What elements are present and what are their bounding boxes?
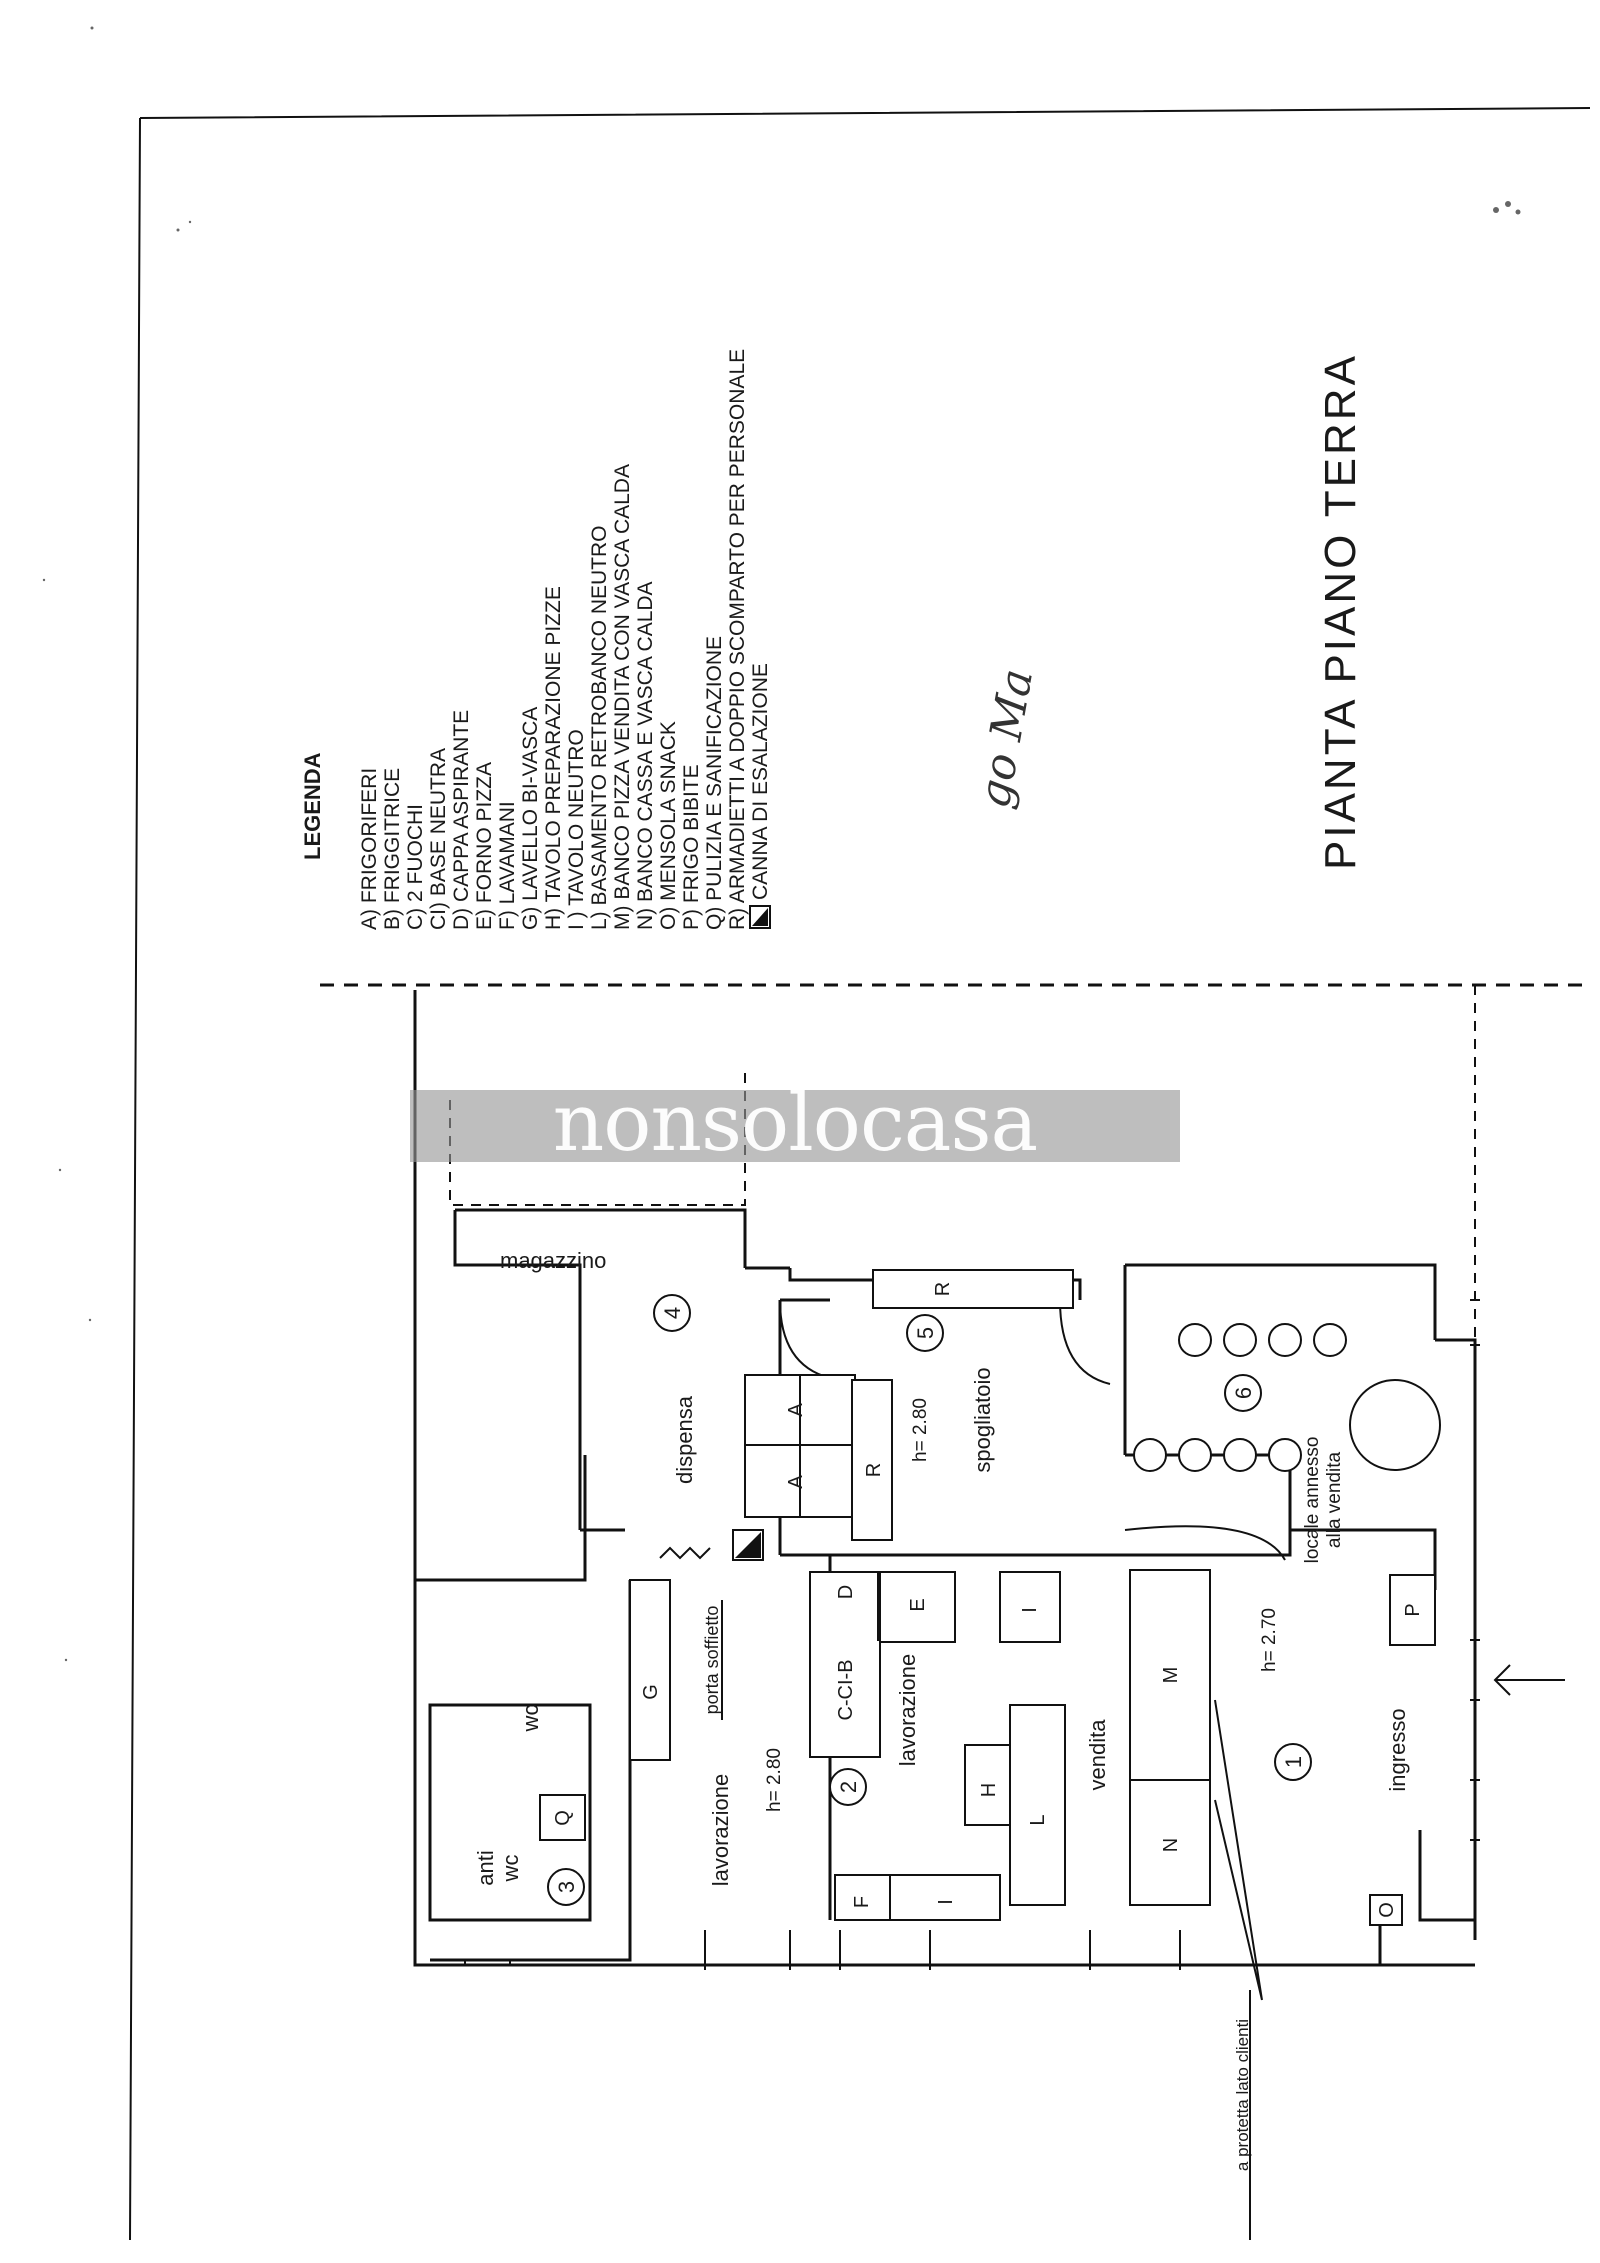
fixture-label-o: O [1376, 1902, 1398, 1918]
legend-item: H) TAVOLO PREPARAZIONE PIZZE [542, 586, 565, 930]
note-protetta: a protetta lato clienti [1233, 2019, 1252, 2171]
note-leader-lines [1214, 1699, 1263, 2240]
fixture-label-d: D [835, 1585, 857, 1599]
room-number: 3 [554, 1881, 579, 1893]
room-anti: anti [473, 1850, 498, 1885]
room-number-circles [547, 1294, 1312, 1906]
fixture-label-a: A [785, 1475, 807, 1489]
sheet-border [129, 107, 1591, 2241]
fixture-label-h: H [978, 1783, 1000, 1797]
fixture-label-ccib: C-CI-B [835, 1659, 857, 1720]
fixture-label-p: P [1402, 1603, 1424, 1616]
fixture-label-q: Q [552, 1810, 574, 1826]
room-wc: wc [518, 1705, 543, 1733]
fixture-label-i: I [1019, 1607, 1041, 1613]
legend-item: Q) PULIZIA E SANIFICAZIONE [703, 636, 726, 930]
room-locale-line2: alla vendita [1324, 1452, 1345, 1549]
room-wc-small: wc [498, 1855, 523, 1883]
legend-item: E) FORNO PIZZA [473, 762, 496, 930]
page-title: PIANTA PIANO TERRA [1316, 353, 1365, 870]
legend-item: O) MENSOLA SNACK [657, 721, 680, 930]
room-lavorazione-left: lavorazione [708, 1774, 733, 1887]
watermark-logo: nonsolocasa [552, 1076, 1038, 1169]
legend-items: A) FRIGORIFERI B) FRIGGITRICE C) 2 FUOCH… [358, 349, 772, 930]
room-number: 4 [660, 1307, 685, 1319]
height-spogliatoio: h= 2.80 [910, 1398, 931, 1462]
room-locale-line1: locale annesso [1302, 1437, 1323, 1564]
legend-item: I ) TAVOLO NEUTRO [565, 729, 588, 930]
room-heights: h= 2.80 h= 2.80 h= 2.70 [764, 1398, 1280, 1812]
legend-item: M) BANCO PIZZA VENDITA CON VASCA CALDA [611, 464, 634, 930]
scan-specks [42, 26, 1521, 1662]
legend-item: CI) BASE NEUTRA [427, 748, 450, 930]
entrance-arrow-icon [1493, 1664, 1565, 1696]
legend-item: F) LAVAMANI [496, 801, 519, 930]
legend-item: R) ARMADIETTI A DOPPIO SCOMPARTO PER PER… [726, 349, 749, 930]
exhaust-symbol-icon [749, 905, 771, 929]
legend-heading: LEGENDA [300, 752, 325, 860]
room-number: 2 [836, 1781, 861, 1793]
fixture-label-r: R [932, 1282, 954, 1296]
legend-item: D) CAPPA ASPIRANTE [450, 710, 473, 930]
exhaust-plan-icon [732, 1529, 764, 1561]
room-number: 5 [913, 1327, 938, 1339]
legend-item: P) FRIGO BIBITE [680, 764, 703, 930]
fixture-label-f: F [851, 1896, 873, 1908]
fixture-label-l: L [1027, 1814, 1049, 1825]
room-number: 6 [1231, 1387, 1256, 1399]
room-magazzino: magazzino [500, 1248, 606, 1273]
height-lavorazione: h= 2.80 [764, 1748, 785, 1812]
room-dispensa: dispensa [672, 1395, 697, 1484]
room-vendita: vendita [1085, 1719, 1110, 1791]
fixture-letters: A A R R C-CI-B D E I G M N L H F I Q P O [552, 1282, 1424, 1918]
height-ingresso: h= 2.70 [1259, 1608, 1280, 1672]
legend-item: A) FRIGORIFERI [358, 768, 381, 930]
legend: LEGENDA [300, 752, 325, 860]
legend-item: N) BANCO CASSA E VASCA CALDA [634, 581, 657, 930]
fixture-label-e: E [907, 1598, 929, 1611]
fixtures [539, 1269, 1436, 1926]
openings [464, 1299, 1480, 1970]
watermark-band [410, 1090, 1180, 1162]
fixture-label-n: N [1160, 1838, 1182, 1852]
legend-item: G) LAVELLO BI-VASCA [519, 707, 542, 930]
round-tables [1133, 1323, 1441, 1472]
legend-item: CANNA DI ESALAZIONE [749, 663, 772, 900]
room-number: 1 [1281, 1756, 1306, 1768]
legend-item: C) 2 FUOCHI [404, 804, 427, 930]
fixture-label-m: M [1160, 1667, 1182, 1684]
legend-item: L) BASAMENTO RETROBANCO NEUTRO [588, 526, 611, 931]
fixture-label-i: I [935, 1899, 957, 1905]
folding-door-icon [659, 1546, 711, 1560]
room-names: magazzino dispensa spogliatoio locale an… [473, 1248, 1410, 1886]
room-ingresso: ingresso [1385, 1708, 1410, 1791]
fixture-label-g: G [640, 1684, 662, 1700]
fixture-label-r: R [863, 1463, 885, 1477]
signature: go Ma [969, 665, 1044, 812]
note-porta-soffietto: porta soffietto [702, 1606, 722, 1715]
room-lavorazione-right: lavorazione [895, 1654, 920, 1767]
fixture-label-a: A [785, 1403, 807, 1417]
room-spogliatoio: spogliatoio [970, 1367, 995, 1472]
legend-item: B) FRIGGITRICE [381, 768, 404, 930]
